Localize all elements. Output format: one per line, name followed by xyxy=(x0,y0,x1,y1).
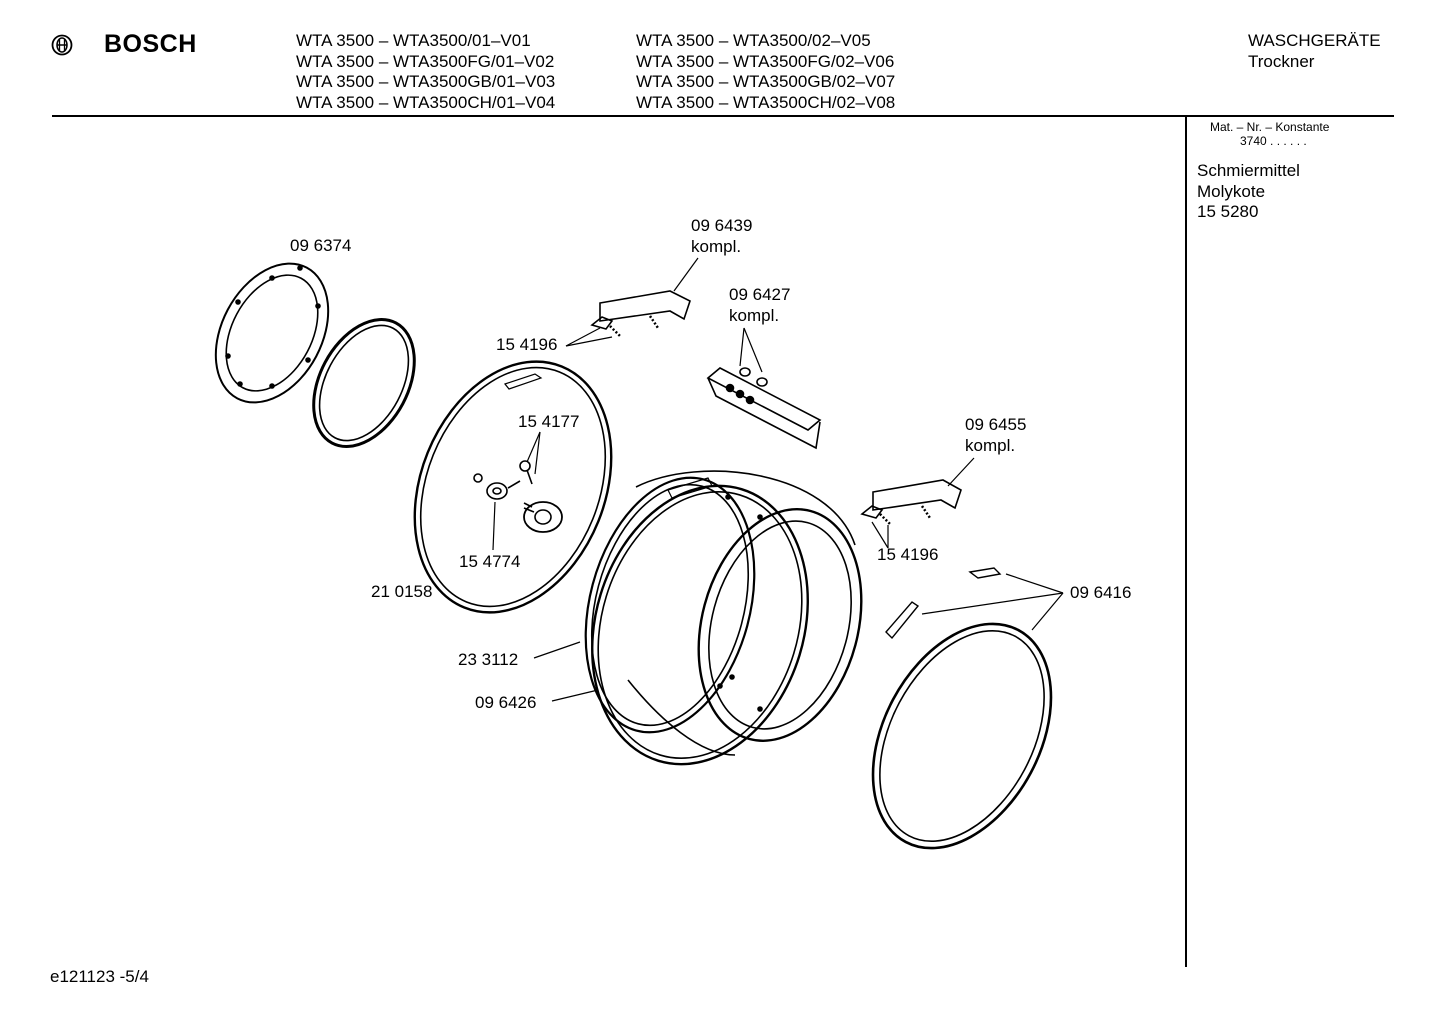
material-constant: Mat. – Nr. – Konstante 3740 . . . . . . xyxy=(1210,120,1329,148)
material-label: Mat. – Nr. – Konstante xyxy=(1210,120,1330,134)
model-line: WTA 3500 – WTA3500CH/02–V08 xyxy=(636,92,896,112)
part-label-096426: 09 6426 xyxy=(475,693,537,712)
part-label-096416: 09 6416 xyxy=(1070,583,1132,602)
category-subtitle: Trockner xyxy=(1248,51,1315,71)
model-line: WTA 3500 – WTA3500FG/01–V02 xyxy=(296,51,555,71)
front-ring-096416 xyxy=(871,567,1053,850)
model-line: WTA 3500 – WTA3500/02–V05 xyxy=(636,31,871,50)
part-label-210158: 21 0158 xyxy=(371,582,433,601)
sidebar-divider xyxy=(1185,117,1187,967)
material-value: 3740 . . . . . . xyxy=(1240,134,1307,148)
header-divider xyxy=(52,115,1394,117)
bracket-096455 xyxy=(860,479,962,525)
part-label-096427: 09 6427 xyxy=(729,285,791,304)
exploded-parts-diagram xyxy=(214,257,1064,850)
drum-body-233112 xyxy=(584,470,863,756)
part-label-096374: 09 6374 xyxy=(290,236,352,255)
lubricant-note: Schmiermittel Molykote 15 5280 xyxy=(1197,161,1300,223)
model-line: WTA 3500 – WTA3500CH/01–V04 xyxy=(296,92,556,112)
category-block: WASCHGERÄTE Trockner xyxy=(1248,31,1381,72)
part-label-233112: 23 3112 xyxy=(458,650,519,669)
part-label-096439-kompl: kompl. xyxy=(691,237,742,256)
model-line: WTA 3500 – WTA3500GB/02–V07 xyxy=(636,72,896,91)
lubricant-line: Molykote xyxy=(1197,181,1266,201)
category-title: WASCHGERÄTE xyxy=(1248,31,1381,50)
part-label-096455: 09 6455 xyxy=(965,415,1027,434)
lubricant-line: 15 5280 xyxy=(1197,202,1259,221)
leader-lines xyxy=(492,257,1064,702)
model-line: WTA 3500 – WTA3500FG/02–V06 xyxy=(636,51,895,71)
brand-name: BOSCH xyxy=(104,30,197,58)
gasket-ring-096374 xyxy=(214,262,330,404)
part-label-154774: 15 4774 xyxy=(459,552,521,571)
baffle-096427 xyxy=(706,367,822,450)
part-label-154177: 15 4177 xyxy=(518,412,580,431)
model-line: WTA 3500 – WTA3500GB/01–V03 xyxy=(296,72,556,91)
bosch-logo-icon xyxy=(51,34,73,56)
bracket-096439 xyxy=(590,290,691,337)
drum-front-ring-096426 xyxy=(591,484,809,766)
model-list-right: WTA 3500 – WTA3500/02–V05 WTA 3500 – WTA… xyxy=(636,31,895,113)
document-code: e121123 -5/4 xyxy=(50,967,149,986)
seal-ring xyxy=(312,318,416,448)
part-label-096427-kompl: kompl. xyxy=(729,306,780,325)
lubricant-line: Schmiermittel xyxy=(1197,161,1300,180)
model-list-left: WTA 3500 – WTA3500/01–V01 WTA 3500 – WTA… xyxy=(296,31,555,113)
part-label-154196: 15 4196 xyxy=(496,335,558,354)
drum-rear-panel-210158 xyxy=(413,360,613,614)
part-label-154196: 15 4196 xyxy=(877,545,939,564)
model-line: WTA 3500 – WTA3500/01–V01 xyxy=(296,31,531,50)
part-label-096439: 09 6439 xyxy=(691,216,753,235)
part-label-096455-kompl: kompl. xyxy=(965,436,1016,455)
